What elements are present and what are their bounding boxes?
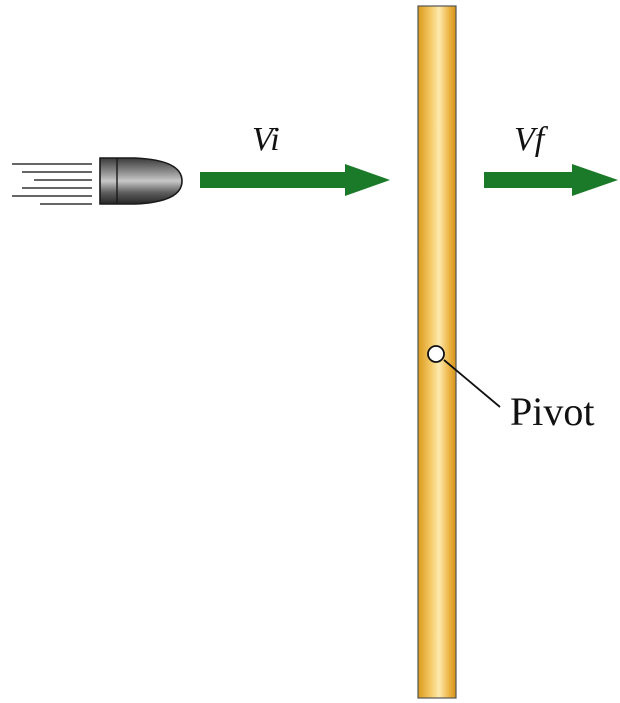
pivot-point bbox=[427, 345, 445, 363]
bullet-icon bbox=[99, 157, 183, 205]
initial-velocity-label: Vi bbox=[252, 121, 280, 158]
final-velocity-arrow bbox=[484, 164, 618, 196]
pivot-leader-line bbox=[443, 359, 501, 408]
motion-lines bbox=[12, 163, 92, 205]
final-velocity-label: Vf bbox=[514, 121, 549, 158]
pivot-label: Pivot bbox=[510, 389, 594, 434]
initial-velocity-arrow bbox=[200, 164, 390, 196]
